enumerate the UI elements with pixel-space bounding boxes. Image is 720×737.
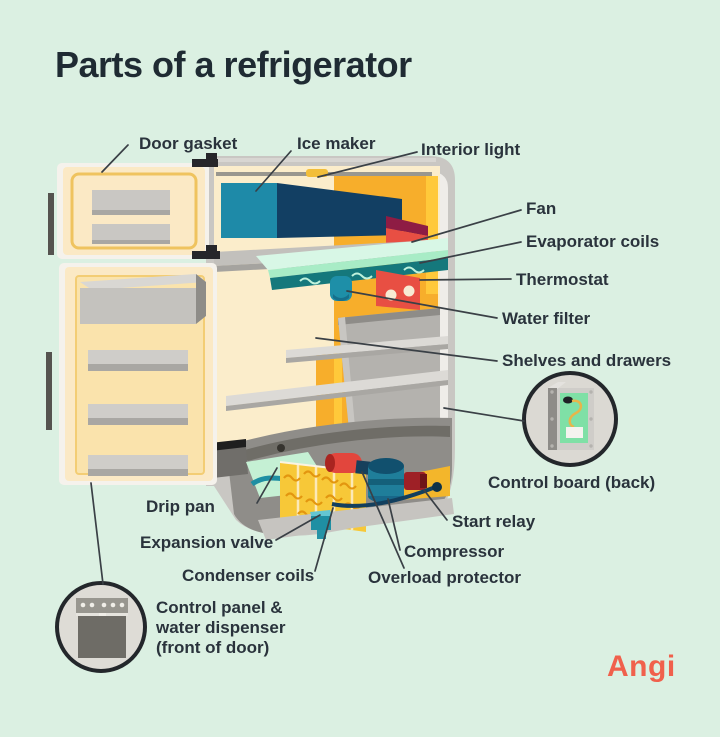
label-control-panel-line3: (front of door)	[156, 638, 270, 657]
water-filter	[330, 276, 352, 301]
door-gasket	[70, 172, 198, 250]
label-expansion-valve: Expansion valve	[140, 533, 274, 552]
label-evaporator-coils: Evaporator coils	[526, 232, 660, 251]
freezer-door	[48, 163, 209, 259]
ice-maker	[221, 183, 402, 238]
label-overload-protector: Overload protector	[368, 568, 522, 587]
fridge-door-handle	[46, 352, 52, 430]
label-shelves-drawers: Shelves and drawers	[502, 351, 672, 370]
evaporator-coils	[256, 238, 448, 290]
page-title: Parts of a refrigerator	[55, 44, 412, 85]
freezer-door-handle	[48, 193, 54, 255]
door-hinges	[192, 153, 220, 259]
label-interior-light: Interior light	[421, 140, 521, 159]
fridge-door	[46, 263, 217, 485]
door-bins	[88, 350, 188, 476]
label-start-relay: Start relay	[452, 512, 536, 531]
label-thermostat: Thermostat	[516, 270, 609, 289]
control-board-inset	[522, 371, 618, 467]
label-control-panel-line2: water dispenser	[156, 618, 286, 637]
angi-logo: Angi	[607, 650, 676, 683]
label-control-panel: Control panel & water dispenser (front o…	[156, 598, 285, 658]
label-fan: Fan	[526, 199, 557, 218]
leader-lines	[90, 144, 525, 585]
label-water-filter: Water filter	[502, 309, 591, 328]
start-relay	[404, 472, 427, 490]
label-ice-maker: Ice maker	[297, 134, 376, 153]
label-control-panel-line1: Control panel &	[156, 598, 283, 617]
base-plinth	[258, 498, 454, 540]
label-control-board: Control board (back)	[488, 473, 656, 492]
expansion-valve	[310, 510, 332, 539]
machinery-compartment	[201, 417, 454, 540]
label-door-gasket: Door gasket	[139, 134, 238, 153]
label-compressor: Compressor	[404, 542, 505, 561]
control-panel-inset	[55, 581, 147, 673]
label-condenser-coils: Condenser coils	[182, 566, 315, 585]
overload-protector	[325, 453, 371, 475]
label-drip-pan: Drip pan	[146, 497, 215, 516]
shelves	[226, 336, 448, 411]
